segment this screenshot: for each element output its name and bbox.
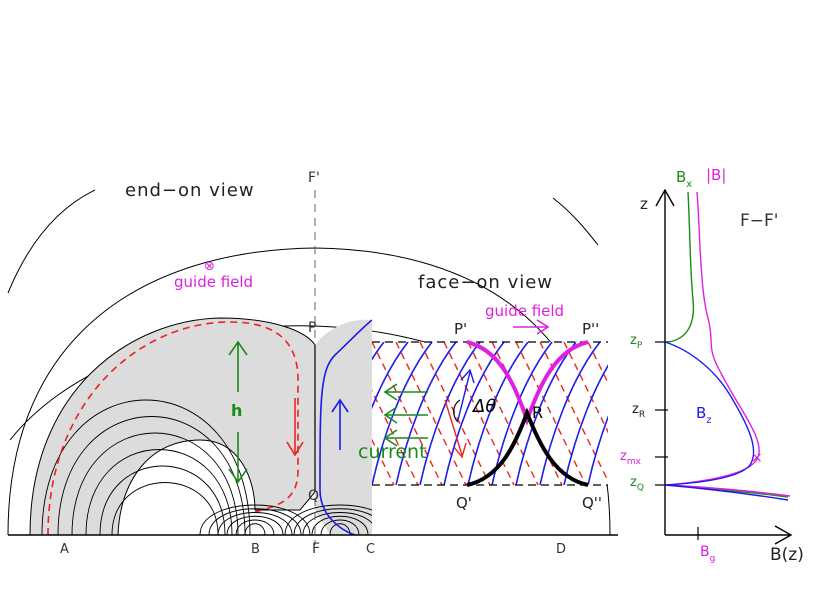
end-on-title: end−on view — [125, 180, 255, 201]
arcade-line — [320, 519, 360, 535]
label-A: A — [60, 542, 69, 557]
arcade-line — [235, 519, 275, 535]
arcade-line — [311, 515, 369, 535]
label-P-dprime: P'' — [582, 320, 599, 338]
nested-field-line — [99, 465, 226, 535]
blue-field-line — [539, 342, 601, 485]
arcade-line — [244, 523, 266, 535]
red-field-line — [587, 342, 608, 385]
red-field-line — [372, 389, 419, 485]
label-F: F — [312, 541, 320, 557]
label-Q-dprime: Q'' — [582, 494, 602, 512]
curve-absB — [667, 191, 791, 497]
label-R: R — [532, 403, 543, 422]
nested-field-line — [111, 482, 219, 535]
height-label: h — [231, 401, 242, 420]
current-label: current — [358, 441, 427, 463]
lower-arcade-lines — [199, 504, 372, 535]
label-absB: |B| — [706, 166, 726, 184]
label-P-prime: P' — [454, 320, 467, 338]
tick-label-Bg: Bg — [700, 544, 715, 564]
black-field-line — [466, 407, 589, 487]
arcade-line — [217, 512, 293, 535]
label-F-prime: F' — [308, 170, 320, 186]
z-axis-arrowhead — [655, 188, 675, 207]
red-field-arrow — [444, 399, 467, 459]
blue-field-line — [372, 342, 409, 410]
nested-field-line — [71, 432, 239, 535]
label-C: C — [366, 542, 375, 557]
tick-label-zmx: zmx — [620, 449, 642, 467]
arcade-line — [199, 504, 311, 535]
blue-field-line — [372, 342, 433, 485]
arcade-line — [329, 523, 351, 535]
guide-field-arrow — [513, 319, 550, 335]
label-P: P — [308, 320, 316, 336]
guide-field-label-faceon: guide field — [485, 302, 564, 320]
flux-rope-region — [29, 317, 316, 535]
arcade-line — [302, 512, 372, 535]
label-Bx: Bx — [676, 168, 692, 190]
nested-field-lines — [41, 399, 251, 535]
blue-field-line — [563, 364, 608, 485]
blue-field-line — [515, 342, 577, 485]
label-D: D — [556, 542, 566, 557]
curve-Bx — [667, 191, 695, 343]
max-marker: × — [751, 450, 763, 466]
profile-panel: × F−F' z zP zR zmx zQ Bg B(z) Bx |B| Bz — [620, 166, 804, 565]
red-field-line — [563, 342, 608, 434]
face-on-title: face−on view — [418, 272, 553, 293]
current-arrows — [383, 383, 428, 447]
blue-field-line — [587, 415, 608, 485]
blue-field-line — [467, 342, 529, 485]
label-Q: Q — [308, 488, 319, 504]
red-field-line — [419, 342, 491, 485]
red-field-line — [467, 342, 539, 485]
arcade-line — [226, 515, 284, 535]
red-down-arrow — [286, 398, 304, 457]
red-field-line — [372, 438, 395, 485]
curve-Bz — [664, 341, 789, 501]
z-axis-label: z — [640, 195, 648, 213]
label-Q-prime: Q' — [456, 494, 472, 512]
height-arrow — [228, 340, 248, 484]
b-axis-arrowhead — [774, 525, 793, 545]
arcade-line — [293, 508, 372, 535]
label-B: B — [251, 542, 260, 557]
magenta-field-line — [466, 340, 589, 426]
red-field-line — [395, 342, 467, 485]
angle-arc — [453, 399, 461, 423]
blue-up-arrow — [331, 398, 349, 450]
red-field-line — [372, 342, 443, 485]
current-sheet-line — [319, 319, 372, 491]
label-Bz: Bz — [696, 404, 712, 426]
nested-field-line — [85, 449, 233, 535]
tick-label-zP: zP — [630, 333, 643, 351]
delta-theta-label: Δθ — [471, 396, 496, 417]
nested-field-line — [41, 399, 251, 535]
blue-field-line — [395, 342, 457, 485]
blue-field-line — [419, 342, 481, 485]
outer-field-arc — [552, 197, 599, 246]
tick-label-zR: zR — [632, 402, 645, 420]
separatrix-dashed — [47, 321, 299, 535]
section-label: F−F' — [740, 211, 778, 231]
tick-label-zQ: zQ — [630, 475, 644, 493]
outer-field-arc — [7, 189, 96, 294]
right-shaded-region — [315, 319, 372, 535]
current-sheet-line-lower — [319, 489, 356, 535]
guide-field-label: guide field — [174, 273, 253, 291]
b-axis-label: B(z) — [770, 545, 804, 565]
arcade-line — [284, 504, 372, 535]
blue-field-line — [372, 342, 385, 361]
blue-field-arrow — [457, 368, 475, 421]
red-field-line — [515, 342, 587, 485]
guide-field-symbol: ⊗ — [204, 259, 215, 274]
